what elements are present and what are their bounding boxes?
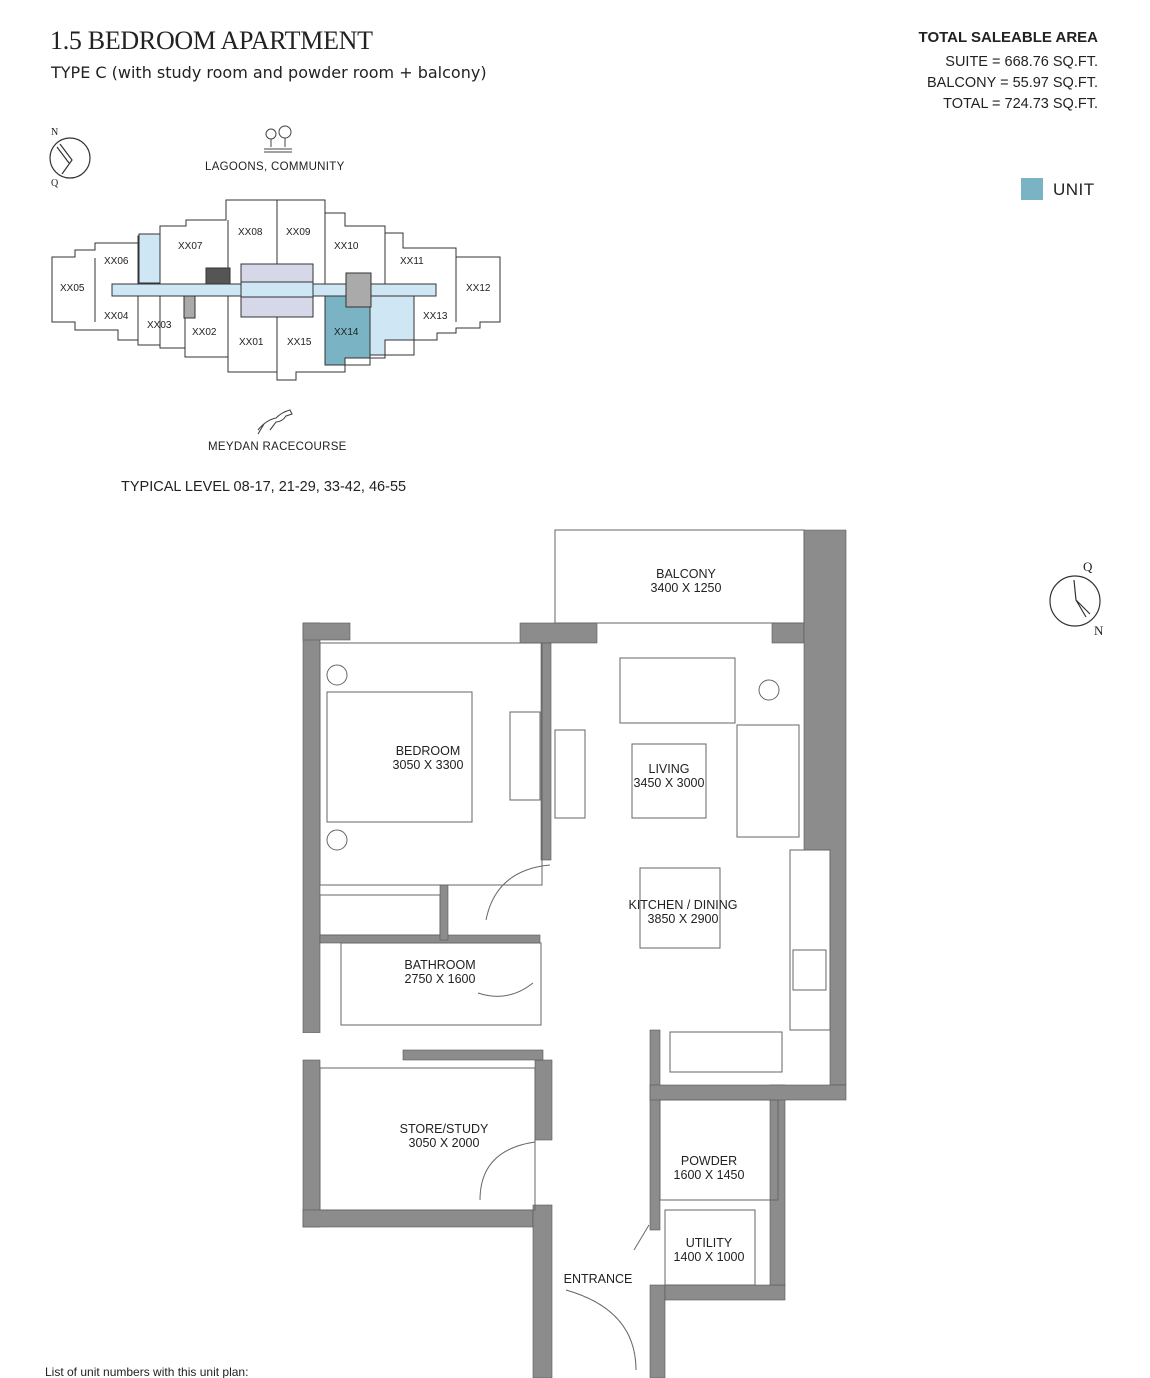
unit-label: XX05 [60, 283, 85, 294]
unit-label: XX15 [287, 337, 312, 348]
unit-label-highlighted: XX14 [334, 327, 359, 338]
plan-lines [319, 529, 831, 1371]
bottom-view-label: MEYDAN RACECOURSE [208, 441, 347, 453]
plan-compass-icon [1049, 575, 1101, 627]
level-note: TYPICAL LEVEL 08-17, 21-29, 33-42, 46-55 [121, 479, 407, 495]
suite-area: SUITE = 668.76 SQ.FT. [945, 54, 1098, 70]
page-title: 1.5 BEDROOM APARTMENT [50, 26, 373, 55]
balcony-area: BALCONY = 55.97 SQ.FT. [927, 75, 1098, 91]
unit-label: XX03 [147, 320, 172, 331]
unit-label: XX02 [192, 327, 217, 338]
key-compass-north: N [51, 127, 59, 138]
key-compass-icon [49, 137, 91, 179]
unit-label: XX01 [239, 337, 264, 348]
unit-label: XX04 [104, 311, 129, 322]
unit-label: XX13 [423, 311, 448, 322]
unit-label: XX11 [400, 256, 424, 267]
unit-type: TYPE C (with study room and powder room … [51, 63, 487, 82]
top-view-label: LAGOONS, COMMUNITY [205, 161, 345, 173]
unit-legend-label: UNIT [1053, 180, 1095, 199]
entrance-label: ENTRANCE [563, 1272, 633, 1286]
key-compass-q: Q [51, 178, 59, 189]
unit-label: XX08 [238, 227, 263, 238]
plan-compass-north: N [1094, 623, 1104, 638]
unit-label: XX09 [286, 227, 311, 238]
unit-label: XX12 [466, 283, 491, 294]
racecourse-horse-icon [257, 409, 293, 435]
unit-list-label: List of unit numbers with this unit plan… [45, 1365, 249, 1378]
area-heading: TOTAL SALEABLE AREA [918, 29, 1098, 46]
total-area: TOTAL = 724.73 SQ.FT. [943, 96, 1098, 112]
unit-label: XX10 [334, 241, 359, 252]
lagoon-trees-icon [264, 125, 292, 153]
unit-label: XX07 [178, 241, 203, 252]
unit-label: XX06 [104, 256, 129, 267]
key-plan-building [51, 199, 501, 381]
apartment-walls [302, 529, 847, 1378]
plan-compass-q: Q [1083, 559, 1093, 574]
unit-legend-swatch [1021, 178, 1043, 200]
